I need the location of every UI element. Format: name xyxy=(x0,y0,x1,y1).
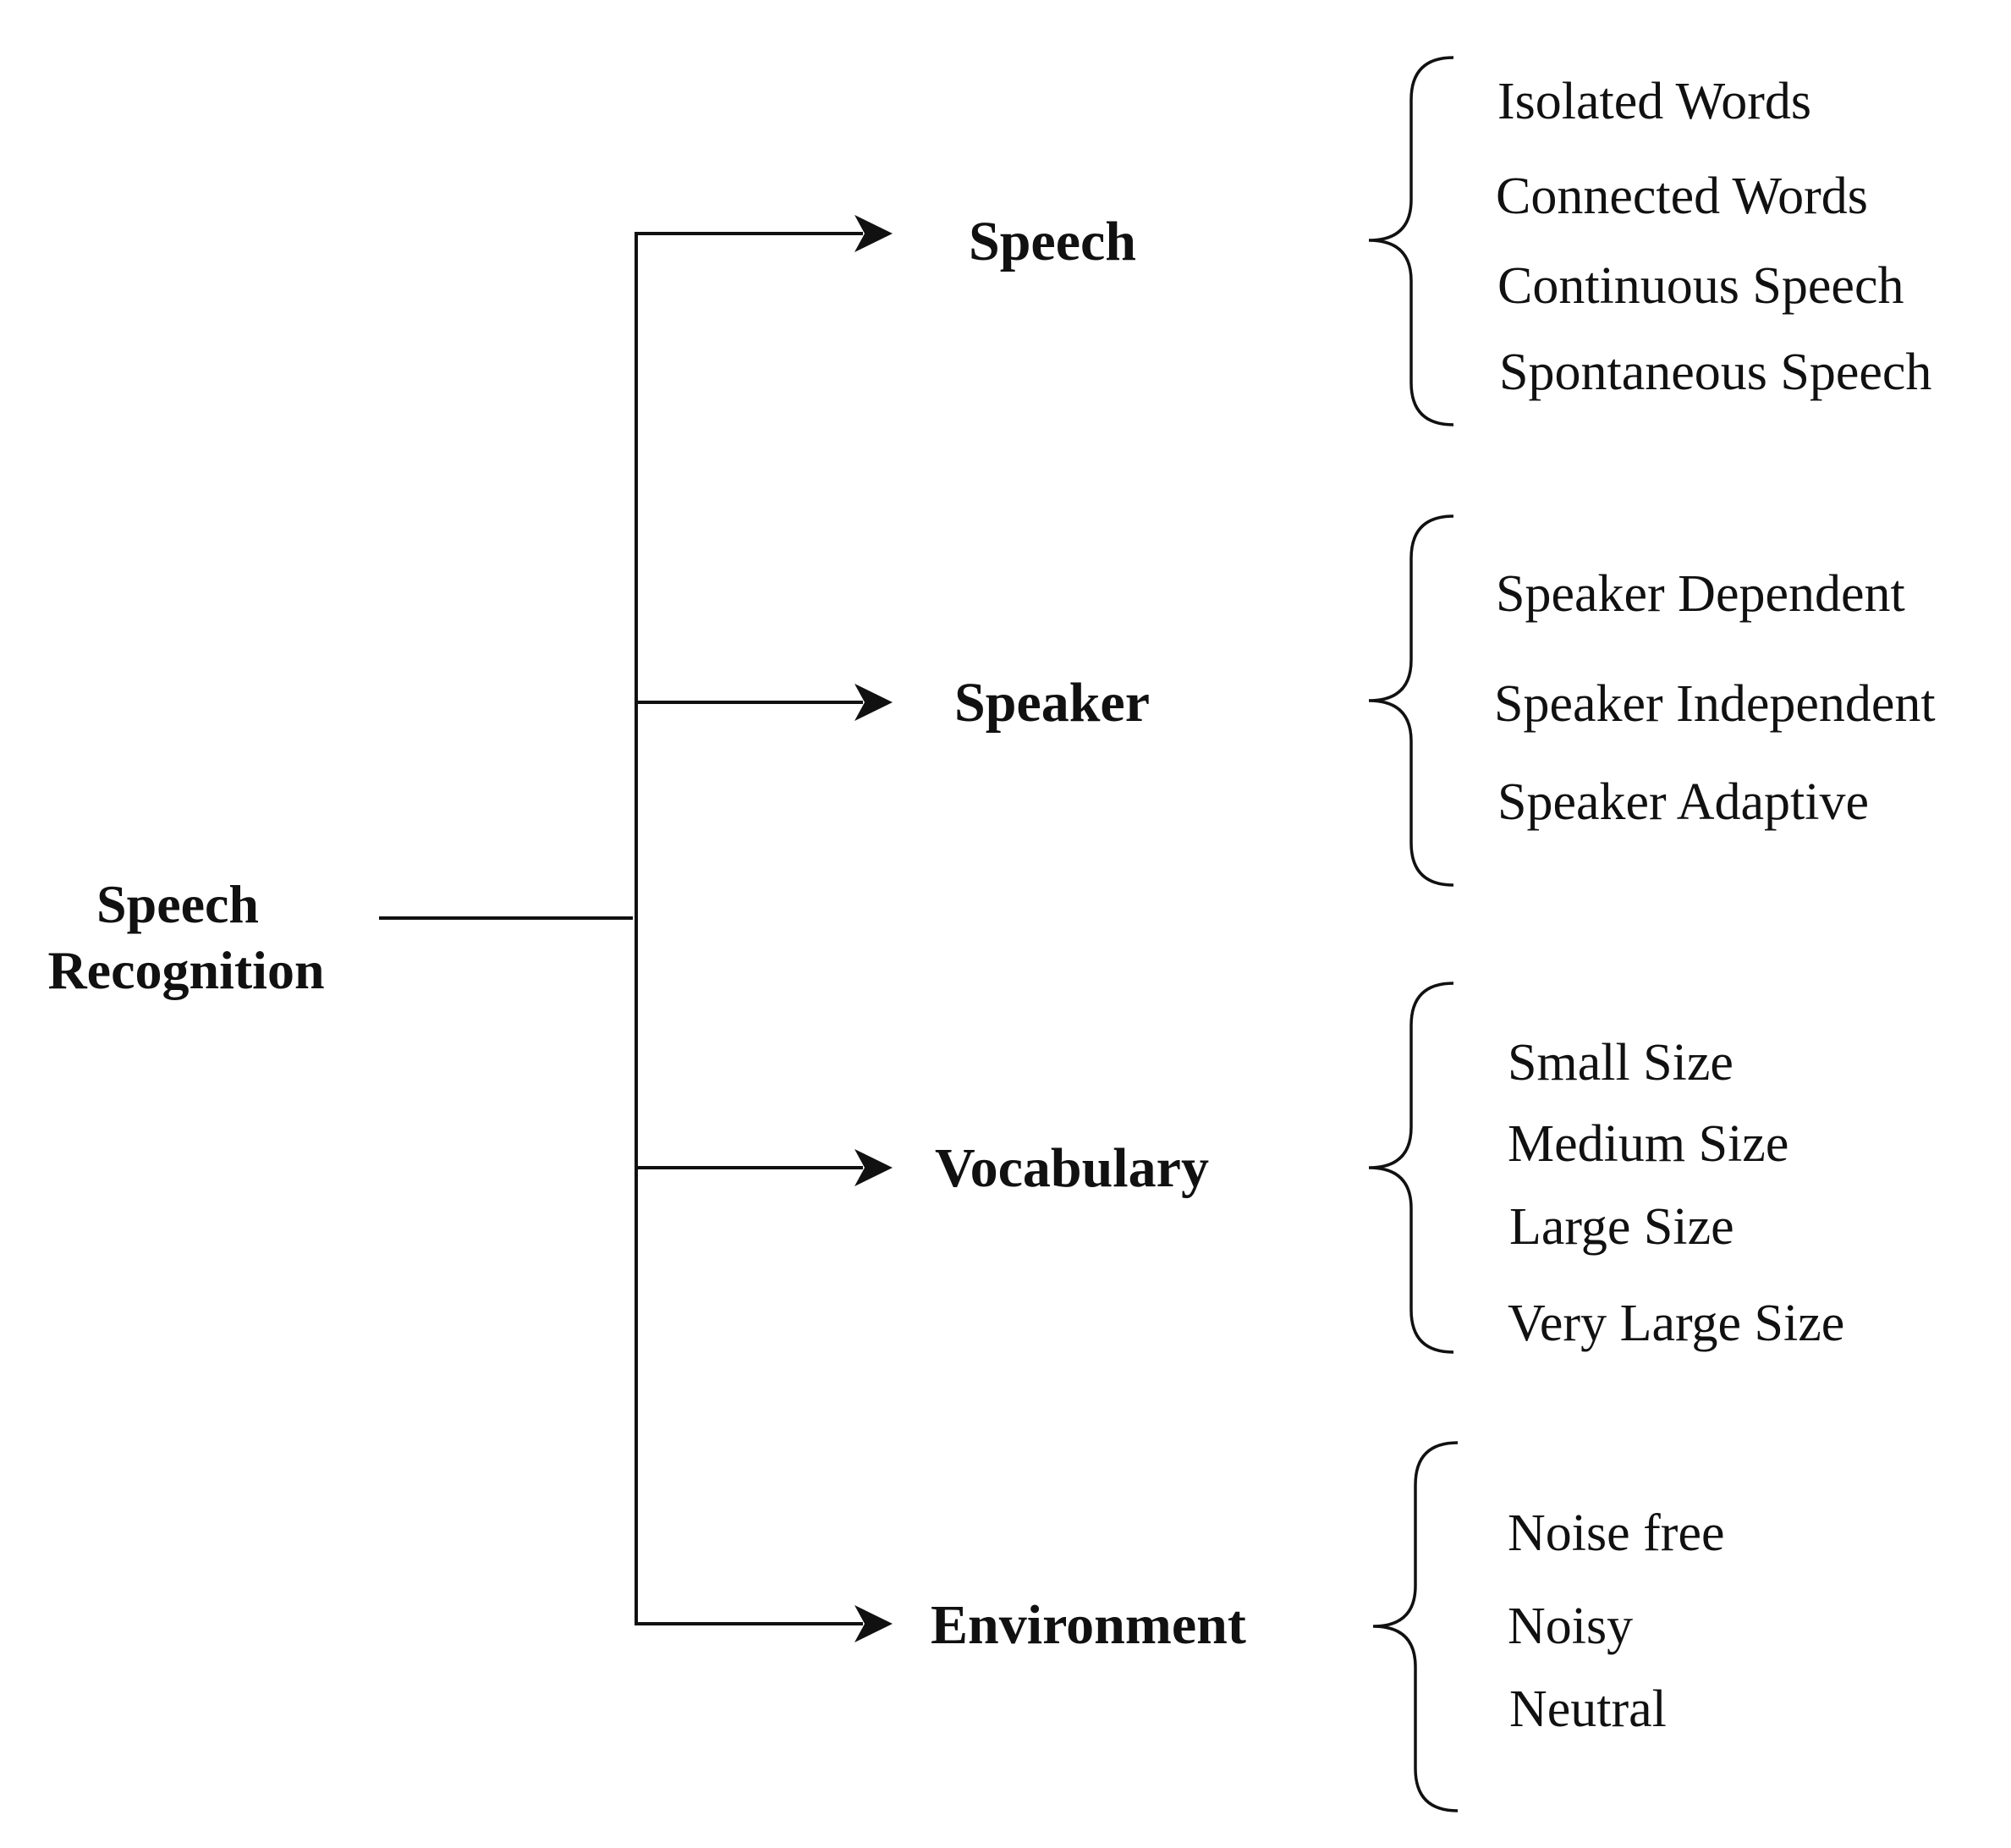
item-noisy: Noisy xyxy=(1508,1598,1633,1655)
item-spontaneous-speech: Spontaneous Speech xyxy=(1499,344,1931,401)
item-isolated-words: Isolated Words xyxy=(1497,73,1811,130)
item-speaker-independent: Speaker Independent xyxy=(1494,675,1936,733)
branch-environment xyxy=(635,1605,893,1642)
branch-speaker xyxy=(635,684,893,721)
brace-vocabulary xyxy=(1368,982,1454,1354)
arrowhead-icon xyxy=(854,684,893,721)
category-label-speaker: Speaker xyxy=(954,672,1150,734)
item-small-size: Small Size xyxy=(1508,1034,1734,1092)
category-label-vocabulary: Vocabulary xyxy=(935,1137,1209,1199)
brace-environment xyxy=(1372,1441,1459,1812)
branch-speech xyxy=(635,215,893,252)
arrowhead-icon xyxy=(854,1149,893,1186)
root-label-line1: Speech xyxy=(96,874,259,934)
item-connected-words: Connected Words xyxy=(1496,168,1868,225)
category-label-environment: Environment xyxy=(931,1594,1246,1656)
item-large-size: Large Size xyxy=(1509,1198,1734,1256)
item-speaker-adaptive: Speaker Adaptive xyxy=(1497,773,1869,831)
root-label-line2: Recognition xyxy=(47,940,324,1000)
item-neutral: Neutral xyxy=(1509,1680,1667,1738)
item-very-large-size: Very Large Size xyxy=(1508,1295,1844,1352)
item-noise-free: Noise free xyxy=(1508,1504,1724,1562)
item-medium-size: Medium Size xyxy=(1508,1115,1788,1173)
item-continuous-speech: Continuous Speech xyxy=(1497,257,1904,315)
item-speaker-dependent: Speaker Dependent xyxy=(1496,565,1905,623)
brace-speaker xyxy=(1368,514,1454,887)
branch-vocabulary xyxy=(635,1149,893,1186)
arrowhead-icon xyxy=(854,215,893,252)
brace-speech xyxy=(1368,56,1454,426)
category-label-speech: Speech xyxy=(969,211,1136,272)
arrowhead-icon xyxy=(854,1605,893,1642)
